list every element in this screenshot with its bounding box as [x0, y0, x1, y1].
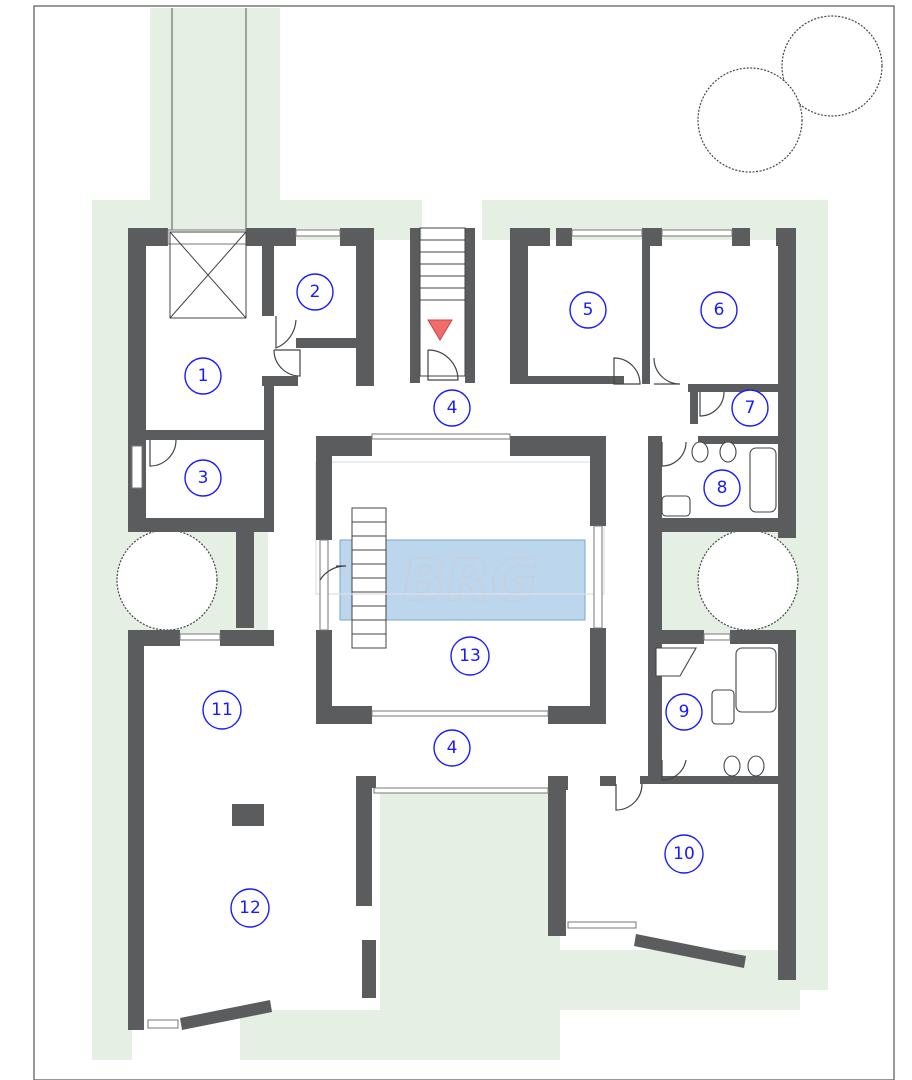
toilet-icon [719, 441, 737, 463]
tree-icon [697, 67, 803, 173]
room-label-4-south[interactable]: 4 [433, 729, 471, 767]
svg-text:2: 2 [310, 282, 321, 302]
room-label-7[interactable]: 7 [731, 389, 769, 427]
bathroom-fixtures [655, 441, 777, 777]
room-label-5[interactable]: 5 [569, 291, 607, 329]
sink-icon [711, 689, 735, 725]
room-label-10[interactable]: 10 [664, 834, 704, 874]
room-label-6[interactable]: 6 [700, 291, 738, 329]
svg-text:9: 9 [679, 702, 690, 722]
shower-icon [655, 647, 697, 677]
svg-text:8: 8 [717, 478, 728, 498]
bathtub-icon [749, 447, 777, 513]
room-label-11[interactable]: 11 [202, 690, 242, 730]
svg-text:4: 4 [447, 398, 458, 418]
room-label-12[interactable]: 12 [230, 888, 270, 928]
tree-icon [781, 15, 883, 117]
toilet-icon [723, 755, 741, 777]
tree-icon [697, 529, 799, 631]
entrance-stair [419, 227, 466, 377]
watermark: BRG [402, 546, 538, 614]
svg-text:12: 12 [239, 898, 261, 918]
room-label-1[interactable]: 1 [184, 357, 222, 395]
svg-text:11: 11 [211, 700, 233, 720]
entrance-marker-icon [427, 319, 453, 341]
windows [131, 229, 733, 1029]
walls [128, 228, 796, 1030]
room-label-4-north[interactable]: 4 [433, 389, 471, 427]
room-label-2[interactable]: 2 [296, 273, 334, 311]
toilet-icon [747, 755, 765, 777]
skylight [169, 231, 247, 319]
driveway [171, 8, 247, 232]
room-label-8[interactable]: 8 [703, 469, 741, 507]
svg-text:10: 10 [673, 844, 695, 864]
svg-text:3: 3 [198, 468, 209, 488]
svg-text:7: 7 [745, 398, 756, 418]
bathtub-icon [735, 647, 777, 713]
room-labels: 1 2 3 4 4 5 6 7 [184, 273, 769, 928]
room-label-3[interactable]: 3 [184, 459, 222, 497]
trees [116, 15, 883, 631]
sink-icon [661, 495, 691, 517]
room-label-13[interactable]: 13 [450, 636, 490, 676]
pool [339, 507, 586, 649]
svg-text:4: 4 [447, 738, 458, 758]
svg-text:13: 13 [459, 646, 481, 666]
tree-icon [116, 529, 218, 631]
toilet-icon [691, 441, 709, 463]
svg-text:6: 6 [714, 300, 725, 320]
svg-text:5: 5 [583, 300, 594, 320]
doors [149, 316, 725, 811]
svg-text:1: 1 [198, 366, 209, 386]
room-label-9[interactable]: 9 [665, 693, 703, 731]
